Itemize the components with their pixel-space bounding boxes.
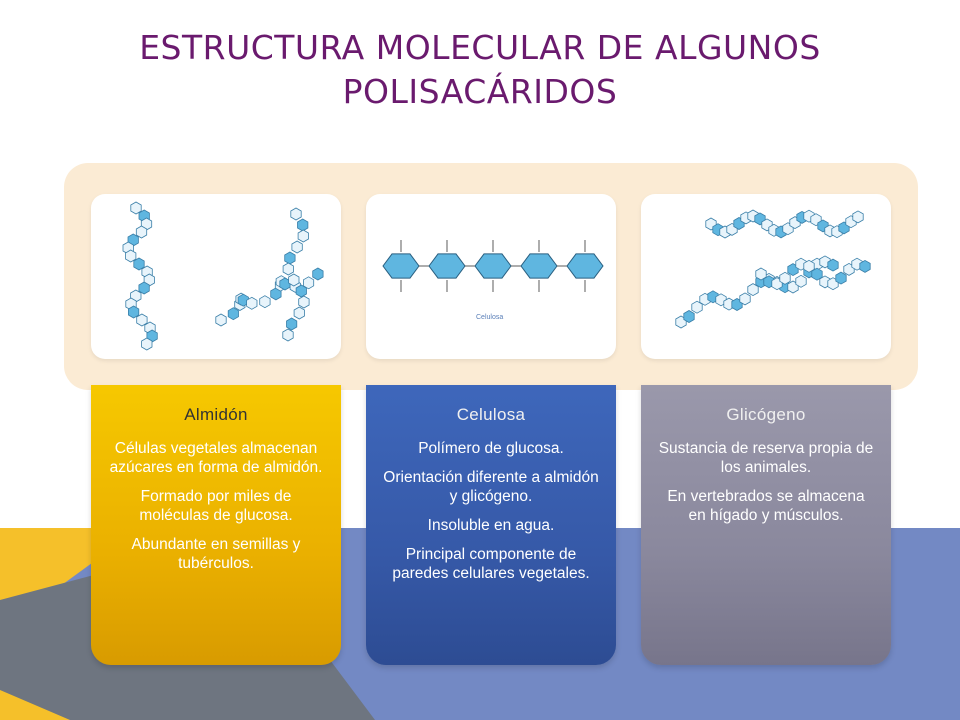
glucose-unit-icon xyxy=(215,313,227,327)
glucose-unit-icon xyxy=(795,274,807,288)
glucose-unit-icon xyxy=(141,337,153,351)
glucose-unit-icon xyxy=(312,267,324,281)
glucose-unit-icon xyxy=(290,207,302,221)
glucose-unit-icon xyxy=(286,317,298,331)
glucose-unit-icon xyxy=(297,218,309,232)
celulosa-card: Celulosa Polímero de glucosa. Orientació… xyxy=(366,385,616,665)
glucose-unit-icon xyxy=(297,229,309,243)
glucose-unit-icon xyxy=(125,249,137,263)
celulosa-line-3: Insoluble en agua. xyxy=(427,517,555,534)
glucose-unit-icon xyxy=(755,267,767,281)
glucose-unit-icon xyxy=(138,281,150,295)
almidon-line-1: Células vegetales almacenan azúcares en … xyxy=(109,440,323,476)
glucose-unit-icon xyxy=(259,295,271,309)
page-title: ESTRUCTURA MOLECULAR DE ALGUNOS POLISACÁ… xyxy=(0,26,960,114)
celulosa-line-1: Polímero de glucosa. xyxy=(418,440,564,457)
glucose-unit-icon xyxy=(779,271,791,285)
almidon-card: Almidón Células vegetales almacenan azúc… xyxy=(91,385,341,665)
almidon-line-3: Abundante en semillas y tubérculos. xyxy=(131,536,301,572)
cellulose-molecule-icon: Celulosa xyxy=(382,240,604,321)
celulosa-heading: Celulosa xyxy=(456,405,526,424)
glucose-unit-icon xyxy=(133,257,145,271)
glicogeno-line-1: Sustancia de reserva propia de los anima… xyxy=(658,440,874,476)
glucose-unit-icon xyxy=(691,300,703,314)
glucose-unit-icon xyxy=(835,271,847,285)
title-line-1: ESTRUCTURA MOLECULAR DE ALGUNOS xyxy=(139,28,821,67)
glucose-unit-icon xyxy=(237,293,249,307)
glicogeno-card: Glicógeno Sustancia de reserva propia de… xyxy=(641,385,891,665)
glucose-unit-icon xyxy=(852,210,864,224)
glicogeno-line-2: En vertebrados se almacena en hígado y m… xyxy=(667,488,865,524)
glucose-unit-icon xyxy=(291,240,303,254)
starch-molecule-icon xyxy=(122,201,324,351)
glucose-unit-icon xyxy=(282,328,294,342)
glicogeno-heading: Glicógeno xyxy=(726,405,806,424)
starch-image-card xyxy=(91,194,341,359)
cellulose-image-card: Celulosa xyxy=(366,194,616,359)
almidon-heading: Almidón xyxy=(184,405,248,424)
glucose-unit-icon xyxy=(130,201,142,215)
glucose-unit-icon xyxy=(135,225,148,239)
cellulose-figure-caption: Celulosa xyxy=(476,314,503,321)
glucose-unit-icon xyxy=(302,276,315,290)
glucose-unit-icon xyxy=(246,296,258,310)
glucose-unit-icon xyxy=(739,292,751,306)
glucose-unit-icon xyxy=(295,284,307,298)
glucose-unit-icon xyxy=(811,267,823,281)
glucose-unit-icon xyxy=(827,258,839,272)
bg-yellow-lower xyxy=(0,690,70,720)
celulosa-line-2: Orientación diferente a almidón y glicóg… xyxy=(383,469,599,505)
glucose-unit-icon xyxy=(803,259,815,273)
glucose-unit-icon xyxy=(284,251,296,265)
glucose-unit-icon xyxy=(298,295,310,309)
glucose-unit-icon xyxy=(227,307,239,321)
celulosa-line-4: Principal componente de paredes celulare… xyxy=(392,546,590,582)
glycogen-image-card xyxy=(641,194,891,359)
glucose-unit-icon xyxy=(683,310,695,323)
title-line-2: POLISACÁRIDOS xyxy=(342,72,618,111)
glucose-unit-icon xyxy=(128,305,140,319)
cellulose-chain-icon xyxy=(382,240,604,292)
glucose-unit-icon xyxy=(282,262,294,276)
almidon-line-2: Formado por miles de moléculas de glucos… xyxy=(139,488,293,524)
glucose-unit-icon xyxy=(859,259,871,273)
glucose-unit-icon xyxy=(293,306,305,320)
glucose-unit-icon xyxy=(747,283,759,297)
glucose-unit-icon xyxy=(136,313,148,327)
glycogen-molecule-icon xyxy=(675,209,871,329)
glucose-unit-icon xyxy=(288,273,300,287)
